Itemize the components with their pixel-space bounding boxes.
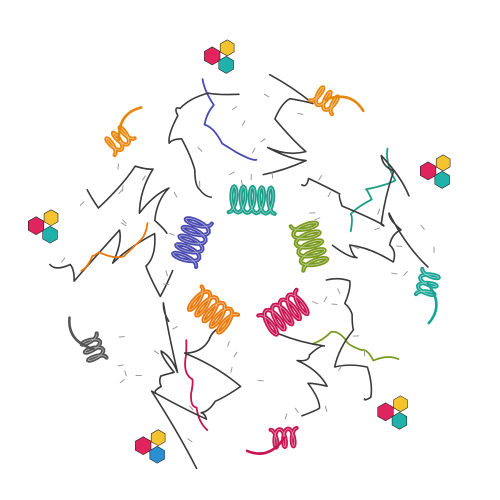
strand-arrow	[117, 106, 143, 142]
strand-arrow	[324, 95, 365, 113]
sidechain	[168, 232, 175, 236]
sidechain	[353, 246, 360, 250]
ligand-ring	[204, 46, 221, 66]
outer-helix	[413, 266, 441, 297]
sidechain	[141, 175, 147, 181]
backbone-loop	[262, 73, 314, 176]
backbone-loop	[86, 165, 170, 234]
ligand-ring	[377, 402, 394, 422]
linker-strand	[80, 222, 149, 272]
sidechain	[163, 283, 170, 286]
sidechain	[294, 407, 299, 414]
backbone-loop	[301, 154, 410, 227]
sidechain	[312, 300, 318, 305]
sidechain	[263, 93, 270, 98]
sidechain	[231, 106, 238, 111]
backbone-loop	[331, 212, 429, 268]
backbone-loop	[325, 277, 373, 401]
sidechain	[153, 350, 160, 355]
sidechain	[324, 405, 328, 412]
sidechain	[241, 120, 246, 126]
backbone-loop	[49, 229, 174, 298]
sidechain	[121, 185, 124, 192]
strand-arrow	[68, 316, 95, 351]
sidechain	[227, 340, 230, 347]
backbone-loop	[150, 326, 242, 470]
sidechain	[118, 336, 125, 338]
ligand-ring	[43, 209, 59, 227]
ligand-ring	[391, 411, 408, 430]
ligand-ring	[150, 429, 166, 447]
ligand-ring	[149, 445, 165, 464]
sidechain	[230, 366, 233, 373]
sidechain	[318, 174, 323, 181]
strand-arrow	[245, 436, 286, 455]
sidechain	[420, 224, 425, 230]
ligand-ring	[434, 171, 450, 189]
ligand-ring	[219, 39, 235, 57]
main-helix	[256, 287, 310, 337]
ligand-ring	[435, 154, 451, 172]
subunit	[168, 39, 397, 233]
sidechain	[396, 245, 403, 247]
sidechain	[233, 351, 238, 358]
sidechain	[337, 288, 341, 295]
ligand-ring	[135, 436, 152, 456]
ligand-ring	[393, 395, 408, 413]
sidechain	[327, 191, 332, 198]
sidechain	[165, 270, 168, 277]
subunit	[288, 154, 451, 362]
subunit	[28, 78, 258, 298]
sidechain	[124, 370, 127, 377]
backbone-loop	[278, 333, 328, 417]
backbone-loop	[168, 92, 240, 198]
subunit	[184, 277, 408, 455]
sidechain	[173, 191, 178, 198]
linker-strand	[311, 330, 400, 362]
sidechain	[271, 172, 274, 179]
subunit	[68, 222, 242, 470]
sidechain	[284, 413, 288, 420]
sidechain	[119, 378, 125, 384]
sidechain	[391, 272, 398, 275]
sidechain	[251, 147, 256, 154]
sidechain	[118, 189, 124, 195]
ligand-ring	[42, 225, 58, 244]
sidechain	[260, 138, 266, 143]
sidechain	[323, 296, 328, 303]
ligand-ring	[420, 161, 437, 181]
sidechain	[172, 325, 178, 330]
linker-strand	[201, 78, 258, 161]
sidechain	[117, 163, 119, 170]
sidechain	[228, 171, 235, 176]
sidechain	[121, 219, 127, 225]
sidechain	[403, 270, 409, 276]
linker-strand	[349, 147, 397, 233]
backbone-loop	[154, 302, 179, 394]
strand-arrow	[426, 282, 438, 325]
sidechain	[60, 257, 66, 263]
sidechain	[338, 365, 343, 372]
ligand-ring	[28, 216, 45, 236]
sidechain	[257, 379, 264, 382]
ligand-ring	[218, 56, 234, 74]
sidechain	[374, 227, 381, 231]
sidechain	[79, 201, 85, 207]
sidechain	[117, 364, 124, 367]
sidechain	[314, 217, 321, 221]
sidechain	[120, 222, 127, 227]
sidechain	[297, 112, 304, 116]
sidechain	[377, 208, 381, 215]
sidechain	[189, 405, 194, 411]
sidechain	[197, 146, 203, 152]
sidechain	[187, 438, 193, 443]
